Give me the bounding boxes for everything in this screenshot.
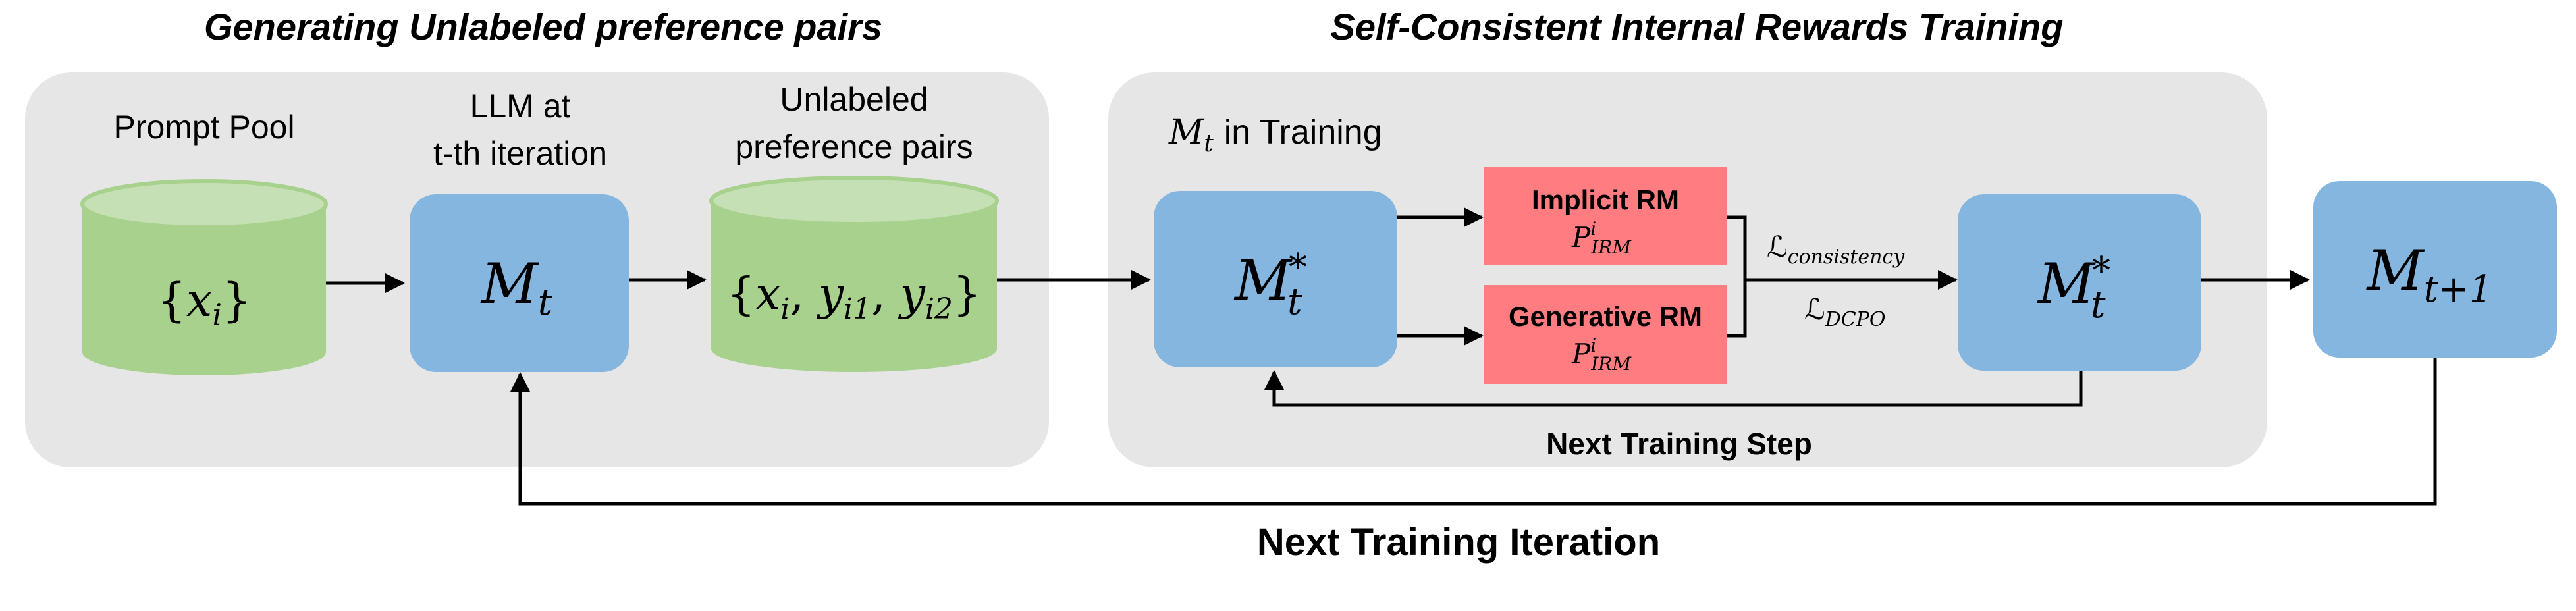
implicit-rm-title: Implicit RM [1532,184,1679,215]
pairs-label-line2: preference pairs [735,128,973,165]
prompt-pool-symbol: {xi} [157,273,251,332]
generative-rm-title: Generative RM [1509,301,1702,332]
prompt-pool-cylinder [80,179,328,375]
model-star-right-box [1958,194,2201,371]
rm-bracket [1727,215,1747,338]
prompt-pool-label: Prompt Pool [113,109,294,146]
generative-rm-box [1484,285,1727,384]
pairs-cylinder [709,176,999,372]
model-star-left-symbol: M*t [1233,246,1307,323]
model-star-left-box [1154,191,1397,367]
next-iteration-label: Next Training Iteration [1257,521,1660,564]
pairs-symbol: {xi, yi1, yi2} [727,269,981,326]
llm-model-symbol: Mt [480,252,553,324]
next-model-symbol: Mt+1 [2365,238,2492,311]
next-step-label: Next Training Step [1546,427,1812,461]
left-section-title: Generating Unlabeled preference pairs [204,6,882,47]
pairs-label-line1: Unlabeled [780,81,928,118]
next-step-loop-arrow [1264,370,2083,407]
model-star-right-symbol: M*t [2037,250,2110,327]
next-model-box [2313,181,2557,358]
loss-consistency: ℒconsistency [1767,230,1905,269]
llm-label-line2: t-th iteration [433,135,607,172]
right-section-title: Self-Consistent Internal Rewards Trainin… [1331,6,2064,47]
implicit-rm-box [1484,167,1727,265]
next-iteration-loop-arrow [510,358,2437,506]
llm-label-line1: LLM at [470,88,571,124]
loss-dcpo: ℒDCPO [1804,293,1886,331]
llm-model-box [410,194,629,372]
